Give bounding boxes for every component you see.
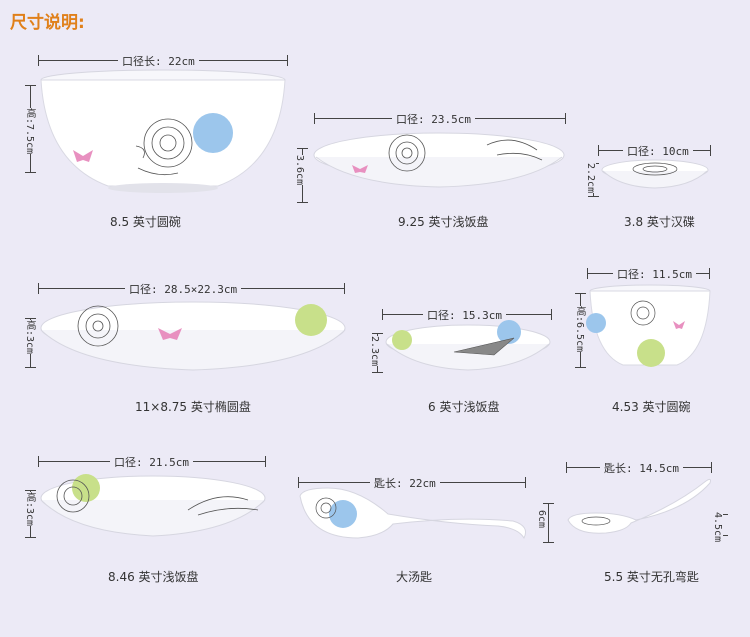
- plate-image: [40, 474, 266, 537]
- height-label: 高:3cm: [22, 492, 37, 527]
- height-label: 2.3cm: [369, 336, 380, 367]
- product-caption: 6 英寸浅饭盘: [428, 400, 500, 414]
- height-label: 4.5cm: [712, 512, 723, 543]
- plate-image: [313, 132, 565, 188]
- spoon-image: [299, 487, 527, 540]
- width-label: 口径长: 22cm: [118, 53, 199, 69]
- spoon-image: [567, 478, 711, 534]
- product-caption: 3.8 英寸汉碟: [624, 215, 695, 229]
- bowl-image: [586, 284, 711, 367]
- product-caption: 8.5 英寸圆碗: [110, 215, 181, 229]
- width-label: 口径: 11.5cm: [613, 266, 696, 282]
- bowl-image: [40, 69, 286, 193]
- page-title: 尺寸说明:: [10, 13, 85, 33]
- plate-image: [385, 320, 551, 371]
- oval-plate-image: [40, 301, 346, 371]
- height-label: 2.2cm: [585, 163, 596, 194]
- product-caption: 11×8.75 英寸椭圆盘: [135, 400, 251, 414]
- width-label: 口径: 21.5cm: [110, 454, 193, 470]
- height-label: 6cm: [536, 510, 547, 529]
- height-label: 高:3cm: [22, 320, 37, 355]
- width-label: 口径: 28.5×22.3cm: [125, 281, 242, 297]
- product-caption: 9.25 英寸浅饭盘: [398, 215, 489, 229]
- height-dimension-line: [543, 503, 554, 543]
- dish-image: [601, 159, 709, 189]
- width-label: 匙长: 14.5cm: [600, 460, 683, 476]
- width-label: 口径: 15.3cm: [423, 307, 506, 323]
- product-caption: 4.53 英寸圆碗: [612, 400, 691, 414]
- width-label: 口径: 10cm: [623, 143, 693, 159]
- product-caption: 5.5 英寸无孔弯匙: [604, 570, 699, 584]
- product-caption: 大汤匙: [396, 570, 433, 584]
- width-label: 口径: 23.5cm: [392, 111, 475, 127]
- height-label: 高:7.5cm: [22, 108, 37, 155]
- height-label: 3.6cm: [294, 155, 305, 186]
- product-caption: 8.46 英寸浅饭盘: [108, 570, 199, 584]
- width-label: 匙长: 22cm: [370, 475, 440, 491]
- height-label: 高:6.5cm: [572, 306, 587, 353]
